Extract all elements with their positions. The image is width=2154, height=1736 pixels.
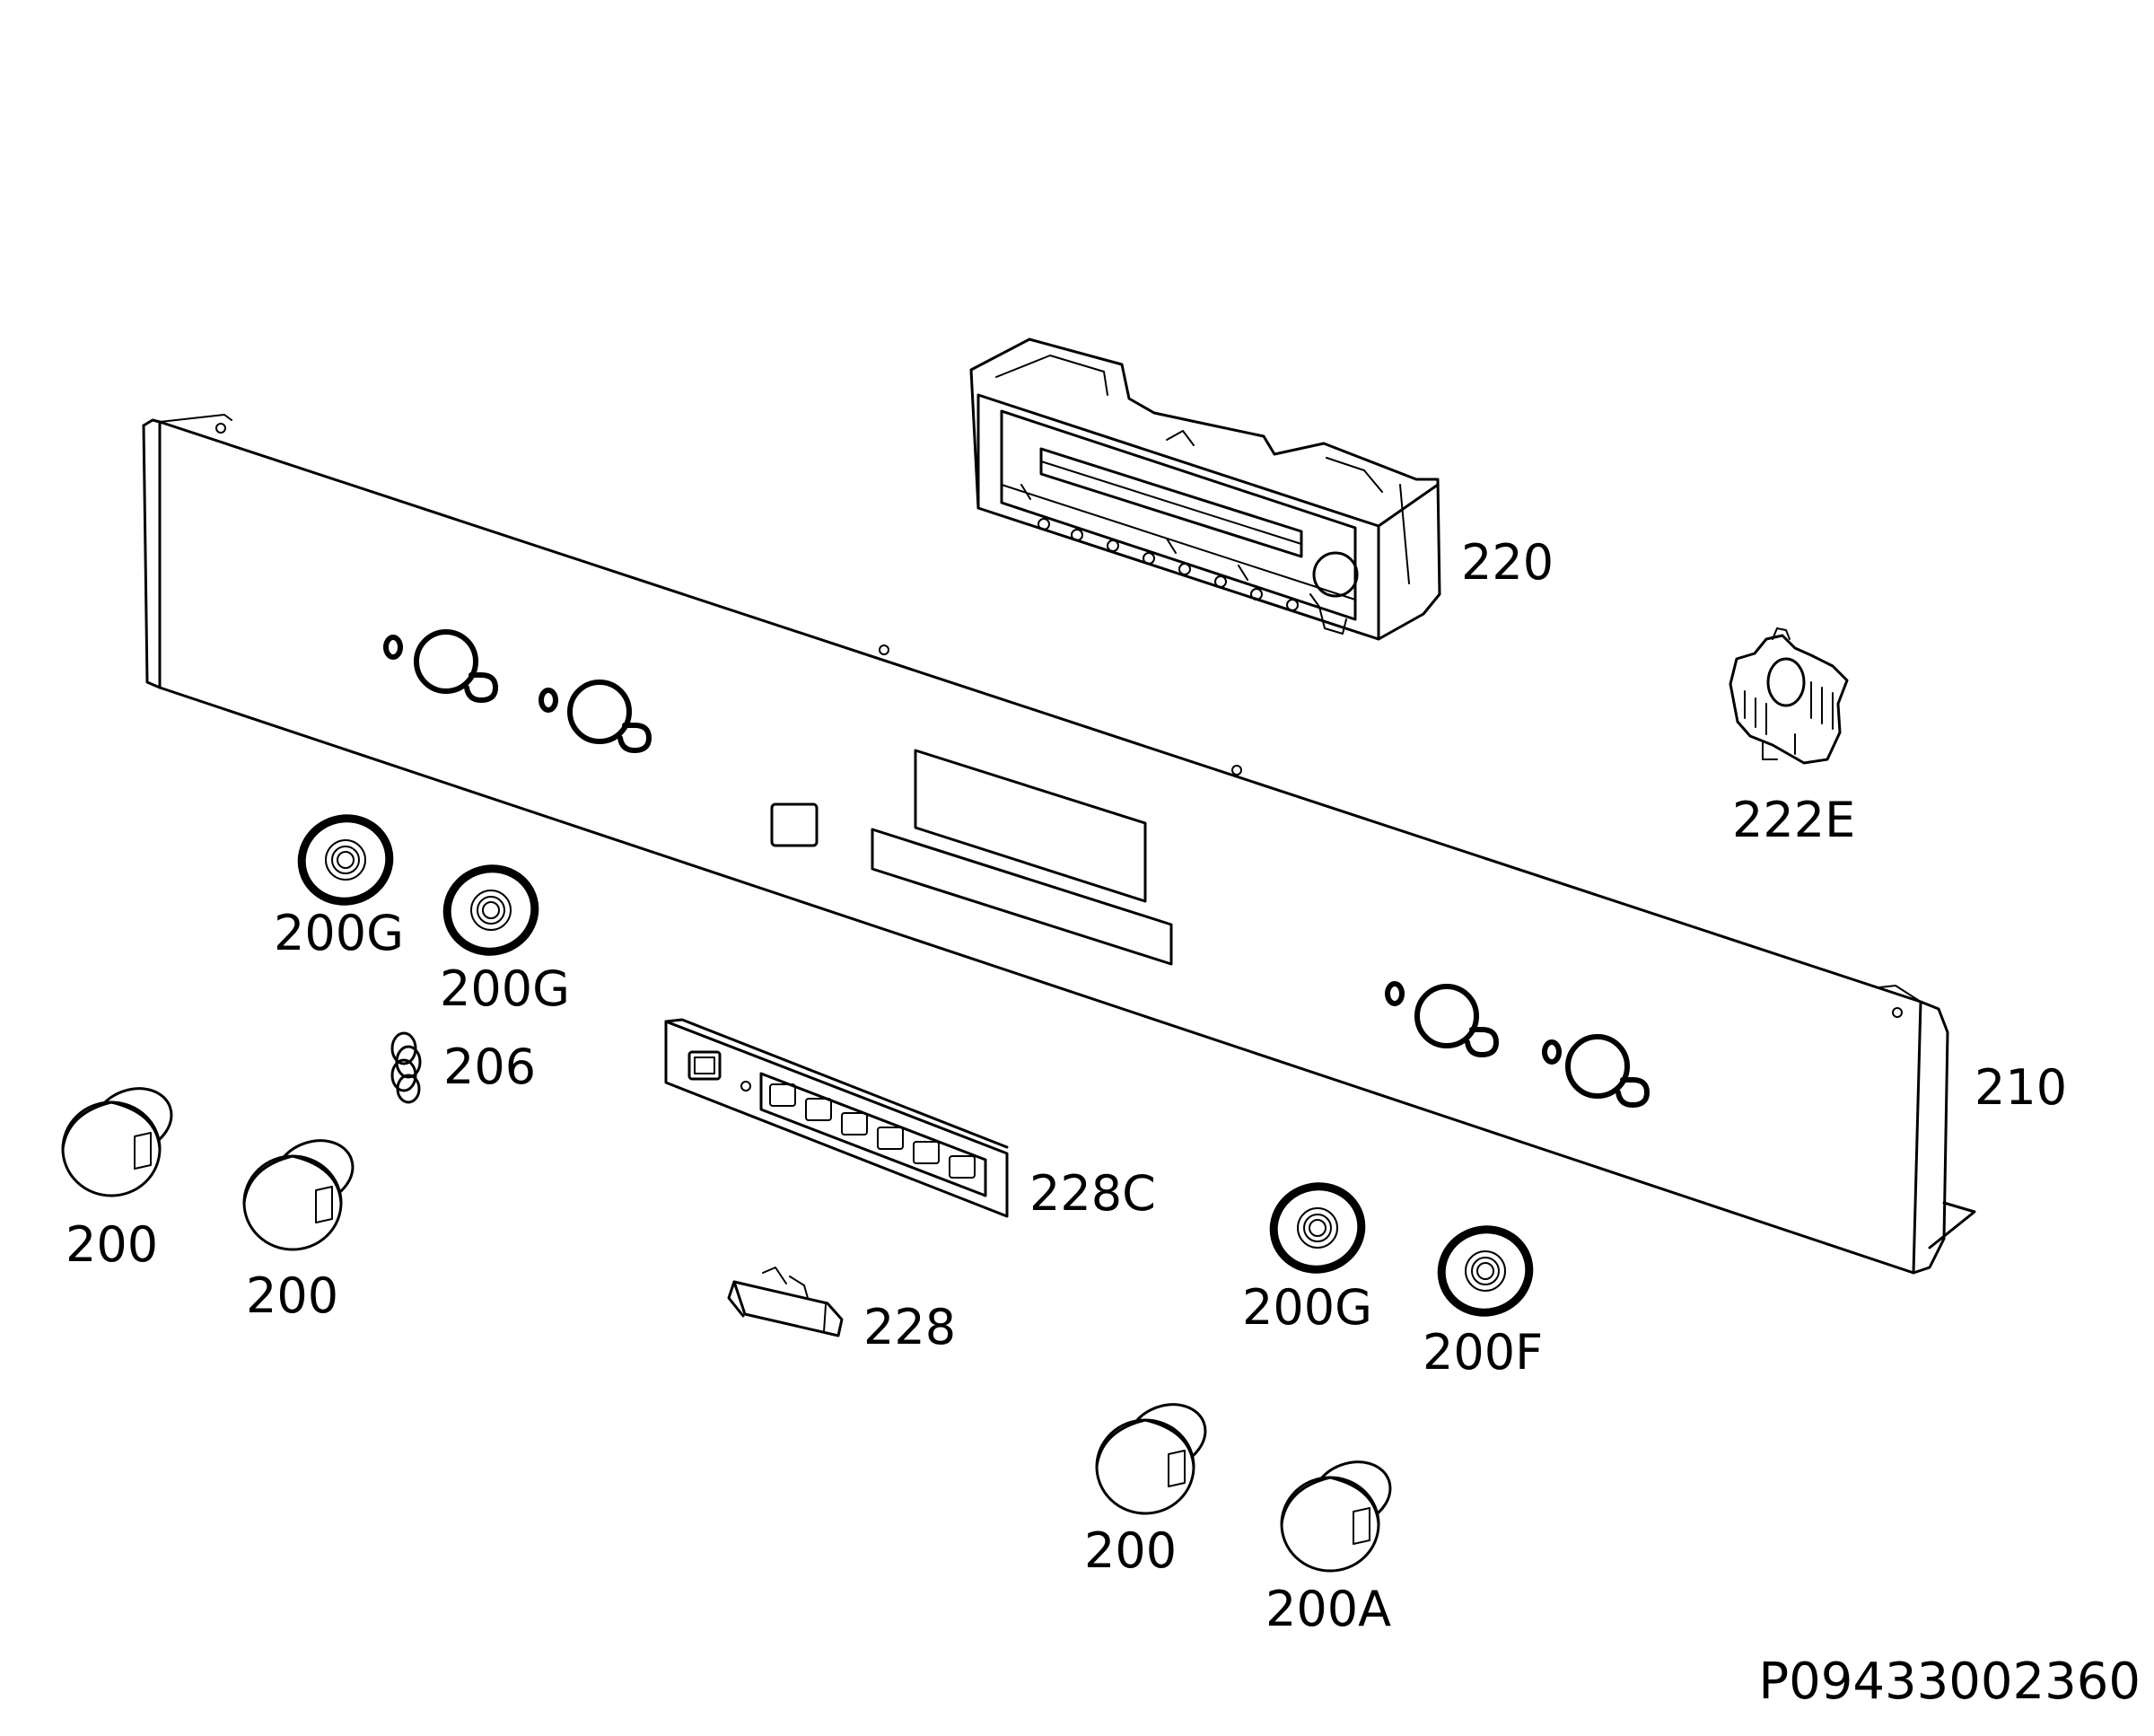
knob-ring-part-200g-1[interactable] [293,809,398,911]
touch-board-part-228c[interactable] [664,1018,1009,1218]
connector-part-228[interactable] [727,1267,844,1337]
selector-switch-part-222e[interactable] [1729,627,1849,765]
callout-200a: 200A [1265,1581,1391,1637]
callout-228: 228 [863,1299,956,1355]
callout-200g-2: 200G [440,960,570,1017]
callout-200-3: 200 [1084,1522,1177,1579]
knob-part-200-3[interactable] [1095,1394,1214,1515]
callout-200g-1: 200G [274,905,404,961]
knob-ring-part-200g-2[interactable] [438,859,544,961]
callout-222e: 222E [1732,792,1855,848]
callout-220: 220 [1461,534,1554,591]
knob-ring-part-200g-3[interactable] [1265,1177,1370,1279]
callout-200g-3: 200G [1242,1279,1372,1336]
knob-ring-part-200f[interactable] [1432,1220,1538,1322]
knob-part-200-2[interactable] [242,1130,362,1251]
knob-part-200-1[interactable] [61,1078,180,1197]
callout-210: 210 [1974,1059,2067,1116]
control-panel-part-210[interactable] [142,414,1976,1275]
callout-200-1: 200 [66,1216,158,1273]
drawing-code: P09433002360 [1758,1653,2141,1711]
callout-206: 206 [443,1039,536,1095]
callout-228c: 228C [1029,1165,1156,1222]
knob-part-200a[interactable] [1280,1451,1399,1573]
spring-part-206[interactable] [390,1031,422,1104]
callout-200f: 200F [1423,1324,1543,1381]
control-module-part-220[interactable] [969,338,1441,641]
callout-200-2: 200 [246,1267,338,1324]
